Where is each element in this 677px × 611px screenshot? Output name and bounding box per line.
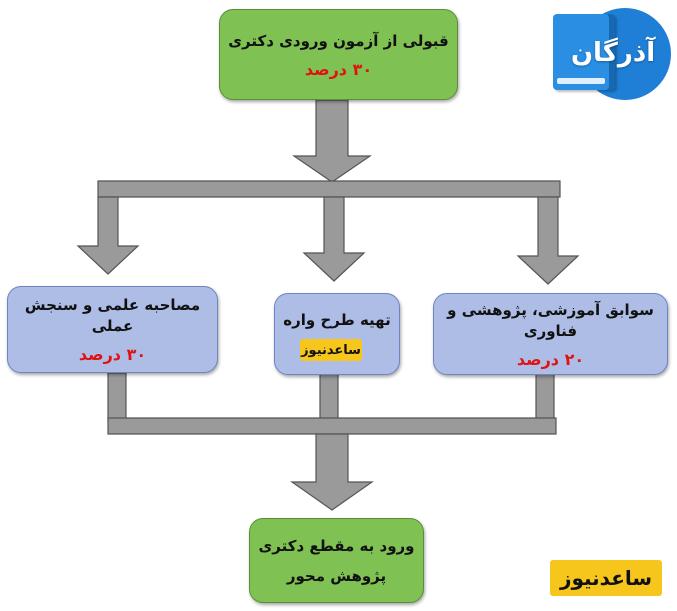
arrow-top-down bbox=[292, 99, 372, 183]
connector-right-down bbox=[535, 372, 555, 422]
logo-text: آذرگان bbox=[570, 38, 656, 68]
arrow-bottom-down bbox=[290, 433, 374, 511]
brand-watermark-badge-middle: ساعدنیوز bbox=[300, 339, 362, 361]
node-left-label: مصاحبه علمی و سنجش عملی bbox=[24, 296, 201, 335]
node-research-proposal: تهیه طرح واره ۰ bbox=[274, 293, 400, 375]
arrow-branch-right bbox=[516, 196, 580, 285]
brand-watermark-text-corner: ساعدنیوز bbox=[559, 566, 653, 590]
brand-watermark-badge-corner: ساعدنیوز bbox=[550, 560, 662, 596]
node-doctoral-admission: ورود به مقطع دکتری پژوهش محور bbox=[249, 518, 424, 603]
arrow-branch-middle bbox=[302, 196, 366, 282]
node-interview-practical-assessment: مصاحبه علمی و سنجش عملی ۳۰ درصد bbox=[7, 286, 218, 373]
arrow-branch-left bbox=[76, 196, 140, 275]
node-top-label: قبولی از آزمون ورودی دکتری bbox=[228, 31, 449, 50]
node-right-label: سوابق آموزشی، پژوهشی و فناوری bbox=[447, 300, 654, 340]
node-left-percent: ۳۰ درصد bbox=[78, 345, 147, 364]
node-right-percent: ۲۰ درصد bbox=[516, 349, 585, 369]
connector-top-bar bbox=[97, 180, 561, 198]
connector-middle-down bbox=[319, 372, 339, 422]
azargan-logo: آذرگان bbox=[553, 8, 671, 100]
node-doctoral-entrance-exam: قبولی از آزمون ورودی دکتری ۳۰ درصد bbox=[219, 9, 458, 100]
node-bottom-sub: پژوهش محور bbox=[286, 567, 387, 585]
connector-left-down bbox=[107, 372, 127, 422]
connector-bottom-bar bbox=[107, 417, 557, 435]
node-middle-label: تهیه طرح واره bbox=[283, 311, 391, 329]
node-top-percent: ۳۰ درصد bbox=[304, 59, 373, 79]
node-bottom-label: ورود به مقطع دکتری bbox=[258, 537, 415, 555]
node-educational-research-records: سوابق آموزشی، پژوهشی و فناوری ۲۰ درصد bbox=[433, 293, 668, 375]
brand-watermark-text-middle: ساعدنیوز bbox=[301, 342, 361, 358]
book-icon bbox=[553, 14, 615, 90]
